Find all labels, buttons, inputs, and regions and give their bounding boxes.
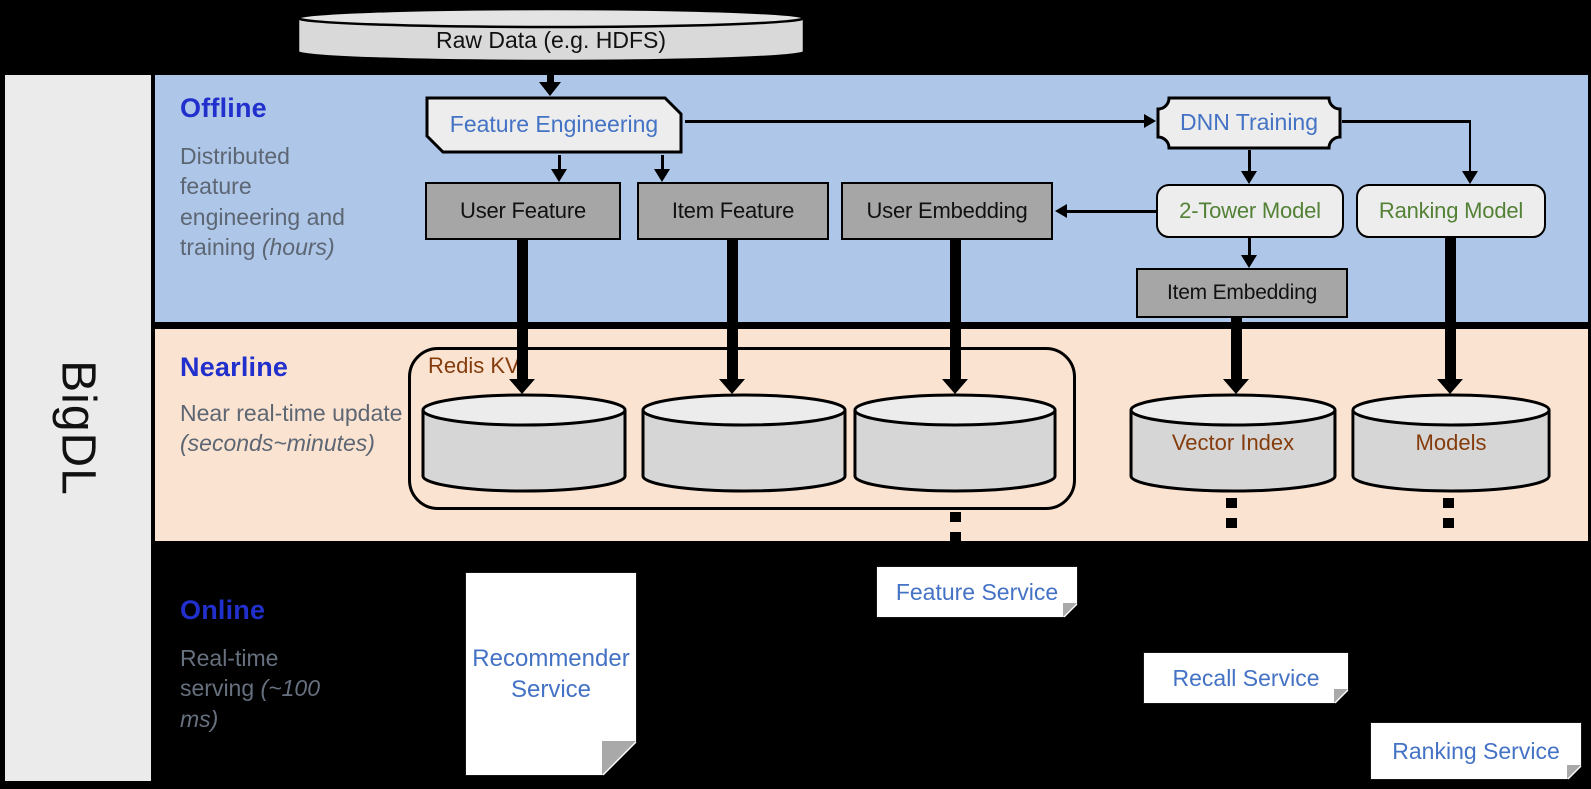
thick-arrow-rankingmodel-to-models <box>1445 238 1456 380</box>
item-embedding-label: Item Embedding <box>1166 281 1318 304</box>
user-embedding-box: User Embedding <box>841 182 1053 240</box>
online-band-label: Online <box>180 595 266 625</box>
thick-arrowhead-userembedding <box>942 379 968 394</box>
raw-data-cylinder: Raw Data (e.g. HDFS) <box>295 5 807 65</box>
recall-service-doc: Recall Service <box>1143 652 1349 704</box>
online-description-text: Real-time serving <box>180 645 279 702</box>
online-band-description: Real-time serving (~100 ms) <box>180 643 340 734</box>
arrowhead-twotower-to-userembedding <box>1055 204 1067 218</box>
arrowhead-fe-to-dnn <box>1144 114 1156 128</box>
redis-kv-container <box>408 347 1076 510</box>
recall-service-label: Recall Service <box>1172 664 1320 691</box>
two-tower-model-label: 2-Tower Model <box>1179 198 1321 223</box>
bigdl-label: BigDL <box>51 360 105 496</box>
item-feature-label: Item Feature <box>671 198 795 223</box>
arrowhead-twotower-to-itemembedding <box>1241 255 1257 268</box>
redis-kv-label: Redis KV <box>428 353 520 378</box>
vector-index-label: Vector Index <box>1171 430 1295 455</box>
cylinder-shape <box>296 7 806 63</box>
vector-index-cylinder: Vector Index <box>1128 392 1338 494</box>
folded-corner-icon <box>602 741 636 775</box>
arrowhead-dnn-to-ranking <box>1462 171 1478 184</box>
offline-band-description: Distributed feature engineering and trai… <box>180 141 365 262</box>
models-cylinder: Models <box>1350 392 1552 494</box>
ranking-service-label: Ranking Service <box>1392 737 1560 764</box>
cylinder-shape <box>1351 393 1551 493</box>
feature-engineering-box: Feature Engineering <box>425 96 683 154</box>
thick-arrow-itemfeature-to-redis <box>727 240 738 380</box>
redis-cylinder-3 <box>852 392 1058 494</box>
item-feature-box: Item Feature <box>637 182 829 240</box>
arrow-fe-to-itemfeature <box>661 155 664 171</box>
dashed-arrow-redis-to-featureservice <box>950 512 961 542</box>
offline-description-text: Distributed feature engineering and trai… <box>180 143 345 261</box>
feature-service-doc: Feature Service <box>876 566 1078 618</box>
arrowhead-rawdata-to-fe <box>539 82 561 96</box>
arrow-dnn-to-ranking-v <box>1468 120 1471 172</box>
plaque-shape <box>1156 96 1342 150</box>
nearline-band-description: Near real-time update (seconds~minutes) <box>180 398 420 459</box>
arrow-twotower-to-userembedding <box>1066 210 1156 213</box>
cylinder-shape <box>1129 393 1337 493</box>
arrow-dnn-to-twotower <box>1248 150 1251 172</box>
dashed-line-models-down <box>1443 498 1454 536</box>
thick-arrowhead-itemfeature <box>719 379 745 394</box>
thick-arrow-userfeature-to-redis <box>517 240 528 380</box>
thick-arrow-userembedding-to-redis <box>950 240 961 380</box>
two-tower-model-box: 2-Tower Model <box>1156 184 1344 238</box>
user-feature-box: User Feature <box>425 182 621 240</box>
offline-description-note: (hours) <box>261 234 335 261</box>
recommender-service-doc: Recommender Service <box>465 572 637 776</box>
cylinder-shape <box>421 393 627 493</box>
dnn-training-box: DNN Training <box>1156 96 1342 150</box>
ranking-model-box: Ranking Model <box>1356 184 1546 238</box>
arrowhead-fe-to-userfeature <box>551 169 567 182</box>
arrow-dnn-to-ranking-h <box>1342 120 1471 123</box>
user-embedding-label: User Embedding <box>866 198 1028 223</box>
arrow-twotower-to-itemembedding <box>1248 238 1251 256</box>
user-feature-label: User Feature <box>460 198 586 223</box>
models-label: Models <box>1415 430 1487 455</box>
nearline-description-text: Near real-time update <box>180 400 403 426</box>
folded-corner-icon <box>1334 689 1348 703</box>
snip-corner-shape <box>425 96 683 154</box>
feature-service-label: Feature Service <box>895 578 1059 605</box>
dashed-arrowhead-featureservice <box>942 543 968 558</box>
ranking-model-label: Ranking Model <box>1378 198 1524 223</box>
arrow-fe-to-dnn <box>685 120 1145 123</box>
online-description-note: (~100 ms) <box>180 675 321 732</box>
thick-arrowhead-itemembedding <box>1223 379 1249 394</box>
thick-arrow-itemembedding-to-vectorindex <box>1231 318 1242 380</box>
dashed-line-vectorindex-down <box>1226 498 1237 536</box>
arrow-rawdata-to-fe <box>547 62 554 84</box>
folded-corner-icon <box>1063 603 1077 617</box>
arrow-fe-to-userfeature <box>558 155 561 171</box>
cylinder-shape <box>853 393 1057 493</box>
arrowhead-fe-to-itemfeature <box>654 169 670 182</box>
redis-cylinder-1 <box>420 392 628 494</box>
ranking-service-doc: Ranking Service <box>1370 722 1582 780</box>
bigdl-sidebar: BigDL <box>5 75 151 781</box>
thick-arrowhead-userfeature <box>509 379 535 394</box>
redis-cylinder-2 <box>640 392 848 494</box>
cylinder-shape <box>641 393 847 493</box>
nearline-band-label: Nearline <box>180 352 289 382</box>
folded-corner-icon <box>1567 765 1581 779</box>
thick-arrowhead-rankingmodel <box>1437 379 1463 394</box>
recommender-service-label: Recommender Service <box>472 644 630 703</box>
nearline-description-note: (seconds~minutes) <box>180 430 375 457</box>
offline-band-label: Offline <box>180 93 267 123</box>
item-embedding-box: Item Embedding <box>1136 268 1348 318</box>
arrowhead-dnn-to-twotower <box>1241 171 1257 184</box>
